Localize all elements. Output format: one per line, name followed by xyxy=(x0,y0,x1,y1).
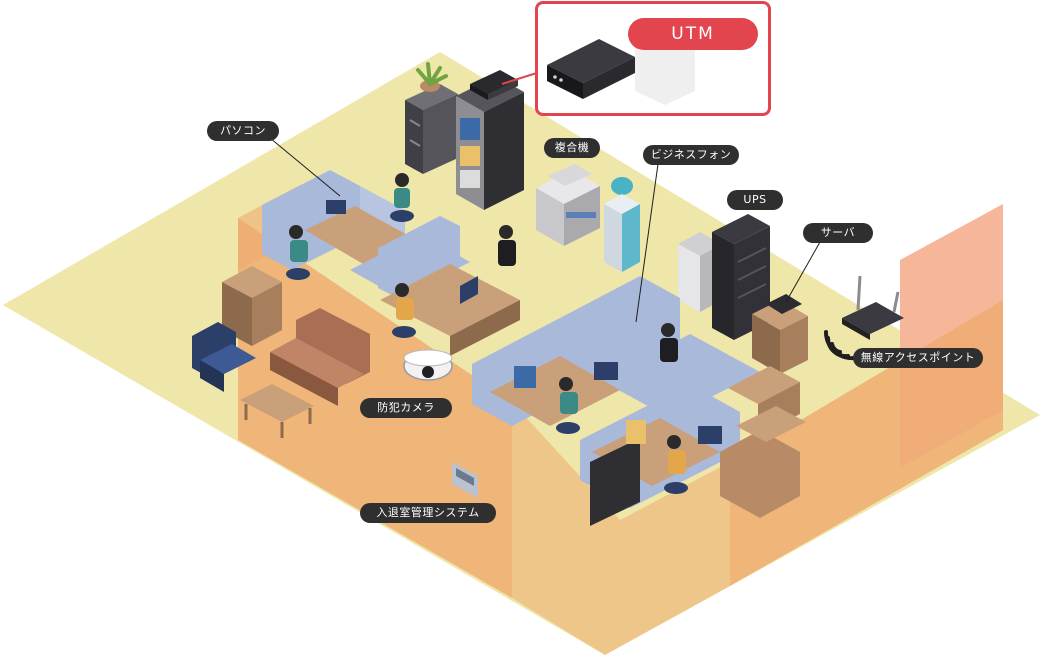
access-control-panel xyxy=(452,462,478,498)
center-zone-floor xyxy=(512,402,730,655)
side-desks-right xyxy=(728,366,806,442)
water-dispenser xyxy=(604,177,640,272)
security-camera-device xyxy=(403,349,453,381)
wireless-access-point xyxy=(842,275,904,340)
worker-4 xyxy=(392,283,416,338)
cubicle-block-mid xyxy=(378,216,520,356)
multifunction-printer xyxy=(536,164,600,246)
right-zone-wall xyxy=(730,300,1003,586)
pc-label: パソコン xyxy=(207,121,279,141)
filing-cabinet xyxy=(405,84,458,174)
worker-1 xyxy=(390,173,414,222)
wireless-ap-label: 無線アクセスポイント xyxy=(853,348,983,368)
worker-5 xyxy=(660,323,678,362)
worker-3 xyxy=(498,225,516,266)
security-camera-label: 防犯カメラ xyxy=(360,398,452,418)
worker-7 xyxy=(664,435,688,494)
cubicle-block-right xyxy=(472,276,800,526)
plant-on-cabinet xyxy=(416,62,448,92)
wifi-signal-icon xyxy=(823,330,857,361)
worker-2 xyxy=(286,225,310,280)
utm-device-small xyxy=(470,70,518,100)
server-desk xyxy=(752,294,808,374)
ups-label: UPS xyxy=(727,190,783,210)
utm-label: UTM xyxy=(628,18,758,50)
worker-6 xyxy=(556,377,580,434)
mfp-label: 複合機 xyxy=(544,138,600,158)
armchair xyxy=(192,322,256,392)
access-control-label: 入退室管理システム xyxy=(360,503,496,523)
utm-connector-line xyxy=(501,71,541,85)
coffee-table xyxy=(240,384,314,438)
business-phone-label: ビジネスフォン xyxy=(643,145,739,165)
server-label: サーバ xyxy=(803,223,873,243)
sofa xyxy=(270,308,370,406)
callout-lines xyxy=(269,137,821,323)
